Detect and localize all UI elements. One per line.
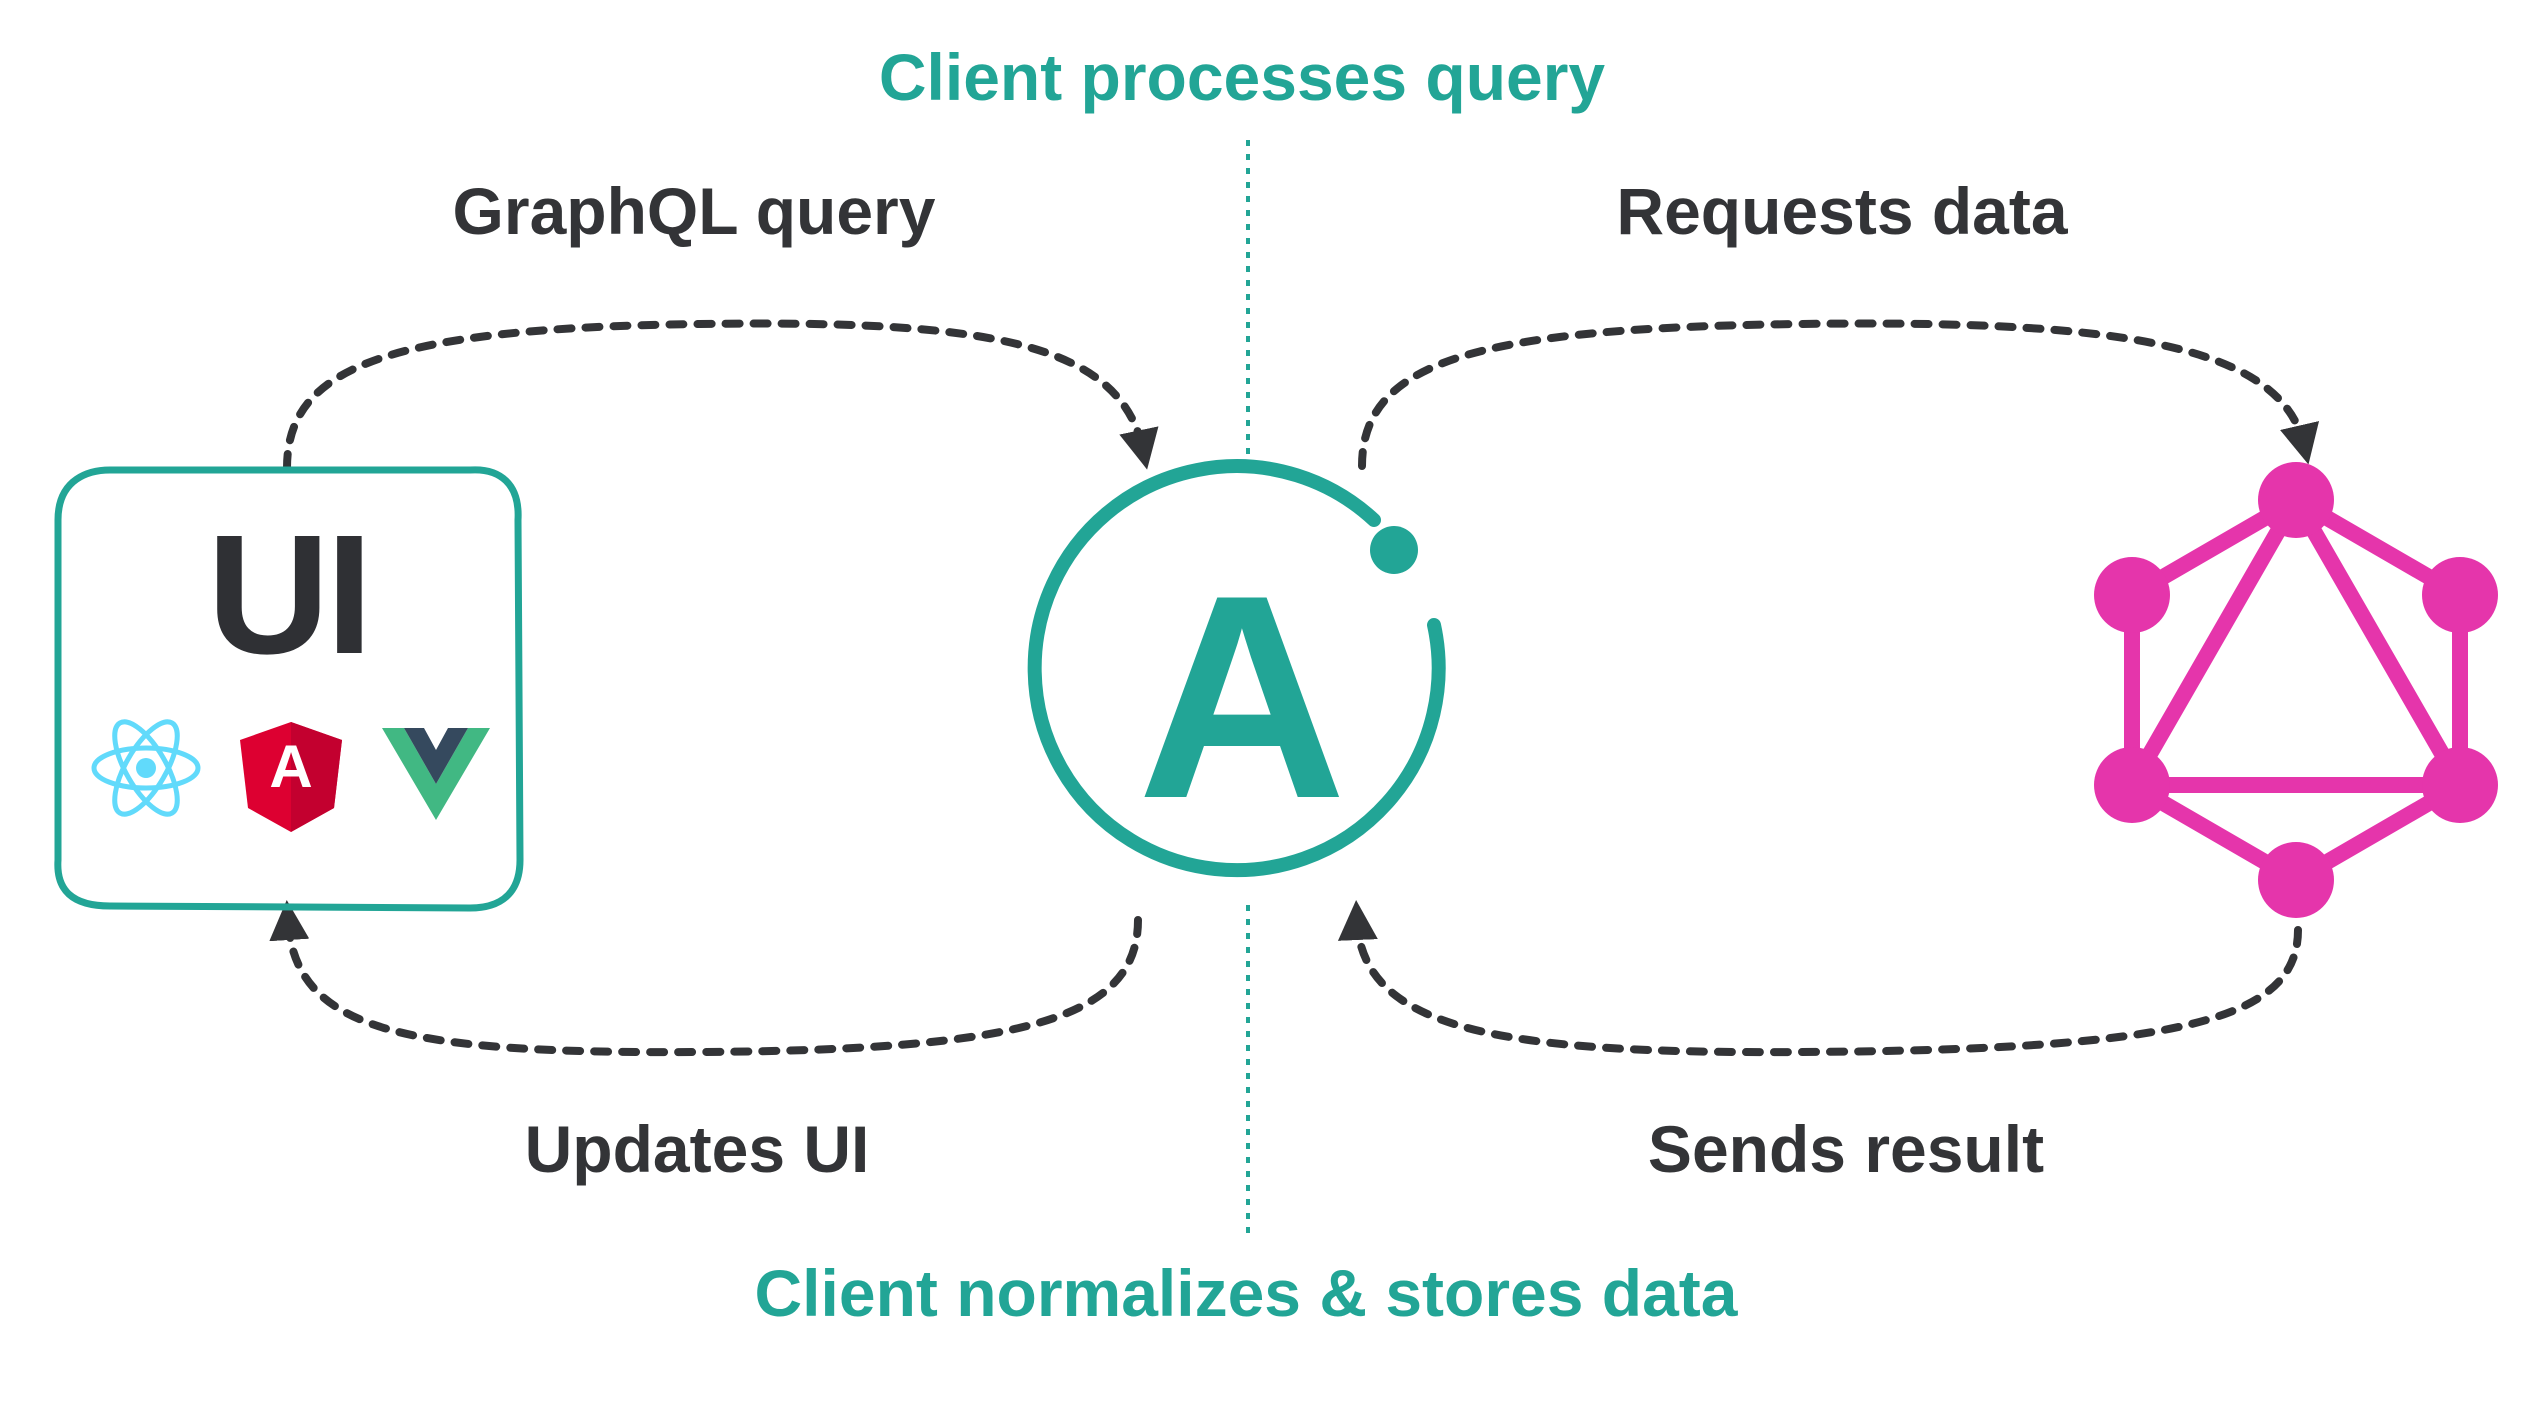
apollo-ring: [1027, 459, 1446, 878]
label-client-normalizes-stores: Client normalizes & stores data: [754, 1256, 1738, 1330]
arrow-sends-result: [1337, 900, 2302, 1057]
label-requests-data: Requests data: [1616, 174, 2068, 248]
apollo-dot: [1370, 526, 1418, 574]
arrow-graphql-query: [283, 319, 1159, 472]
arrow-requests-data: [1358, 319, 2320, 470]
vue-icon: [382, 728, 490, 820]
ui-title: UI: [207, 500, 373, 690]
label-sends-result: Sends result: [1647, 1112, 2045, 1186]
apollo-logo-icon: A: [1137, 535, 1347, 859]
graphql-logo-icon: [2094, 462, 2498, 918]
arrow-updates-ui: [269, 900, 1142, 1057]
ui-box: [54, 466, 524, 912]
angular-letter: A: [269, 733, 313, 800]
label-graphql-query: GraphQL query: [452, 174, 936, 248]
label-updates-ui: Updates UI: [524, 1112, 870, 1186]
angular-icon: [240, 722, 342, 832]
react-icon: [91, 719, 201, 817]
label-client-processes-query: Client processes query: [878, 40, 1606, 114]
